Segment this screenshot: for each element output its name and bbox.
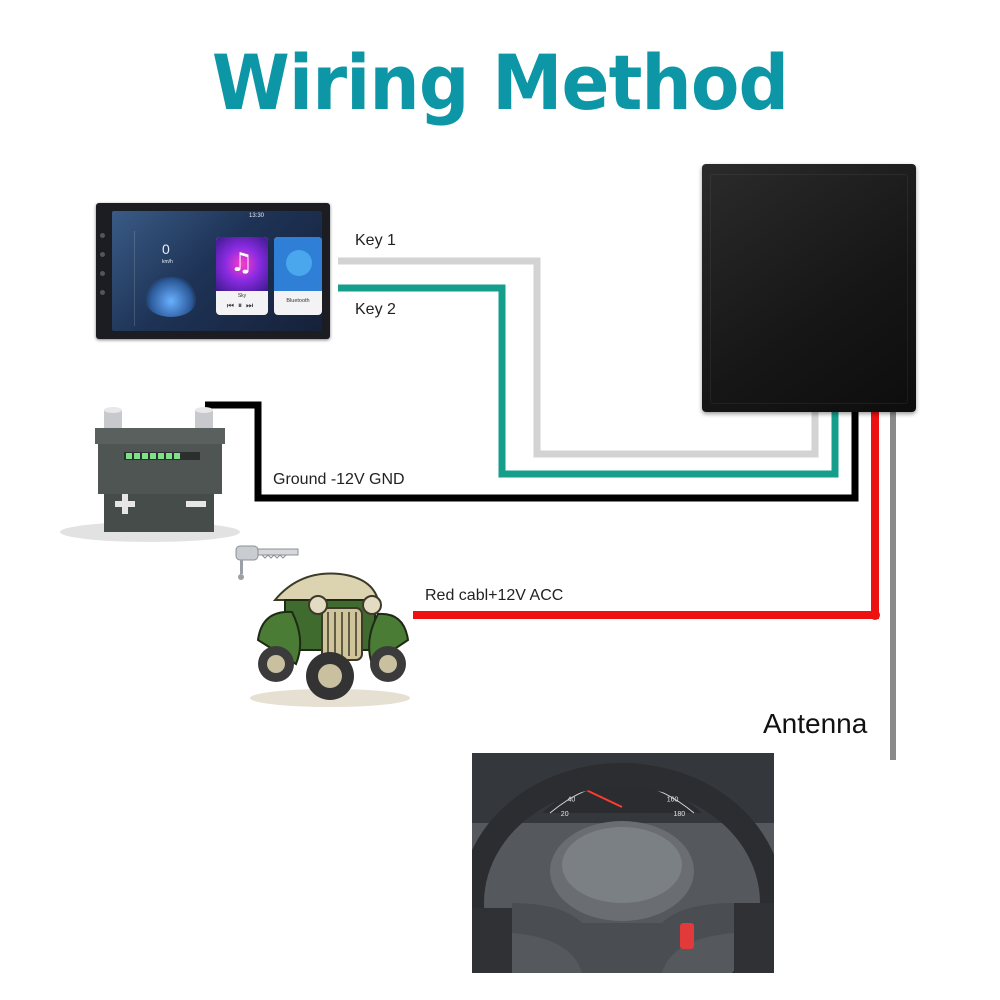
key2-label: Key 2 [355,301,396,318]
speed-unit: km/h [162,259,173,265]
head-unit-device: 13:30 0 km/h ♫ Sky ⏮⏸⏭ Bluetooth [96,203,330,339]
music-controls-icon[interactable]: ⏮⏸⏭ [226,301,258,310]
speed-readout: 0 [162,241,170,257]
bluetooth-label: Bluetooth [286,298,310,304]
key1-wire [338,257,819,458]
key2-wire [338,284,839,478]
ground-wire [205,401,859,502]
key1-label: Key 1 [355,232,396,249]
car-key-icon [235,545,299,580]
antenna-label: Antenna [763,708,868,739]
ground-label: Ground -12V GND [273,471,405,488]
speedo-tick-label: 20 [561,811,569,818]
music-app-card[interactable]: ♫ Sky ⏮⏸⏭ [216,237,268,315]
car-silhouette [146,277,196,317]
page-title: Wiring Method [211,38,789,127]
head-unit-screen: 13:30 0 km/h ♫ Sky ⏮⏸⏭ Bluetooth [112,211,322,331]
speedo-tick-label: 180 [673,811,685,818]
vintage-car-icon [250,572,410,707]
acc-wire [413,410,879,619]
control-box-panel [710,174,908,404]
music-album-art [216,237,268,291]
status-time: 13:30 [248,213,264,219]
music-track-name: Sky [237,293,247,299]
speedo-tick-label: 40 [568,797,576,804]
screen-side-nav [120,231,135,326]
steering-wheel-control-box [702,164,916,412]
acc-label: Red cabl+12V ACC [425,587,564,604]
phone-icon [286,250,312,276]
speedo-tick-label: 160 [667,797,679,804]
head-unit-side-buttons [100,233,106,303]
music-note-icon: ♫ [230,248,254,278]
battery-icon [60,407,240,542]
bluetooth-app-card[interactable]: Bluetooth [274,237,322,315]
steering-wheel-photo: 20406080100120140160180 km/h [472,753,774,973]
